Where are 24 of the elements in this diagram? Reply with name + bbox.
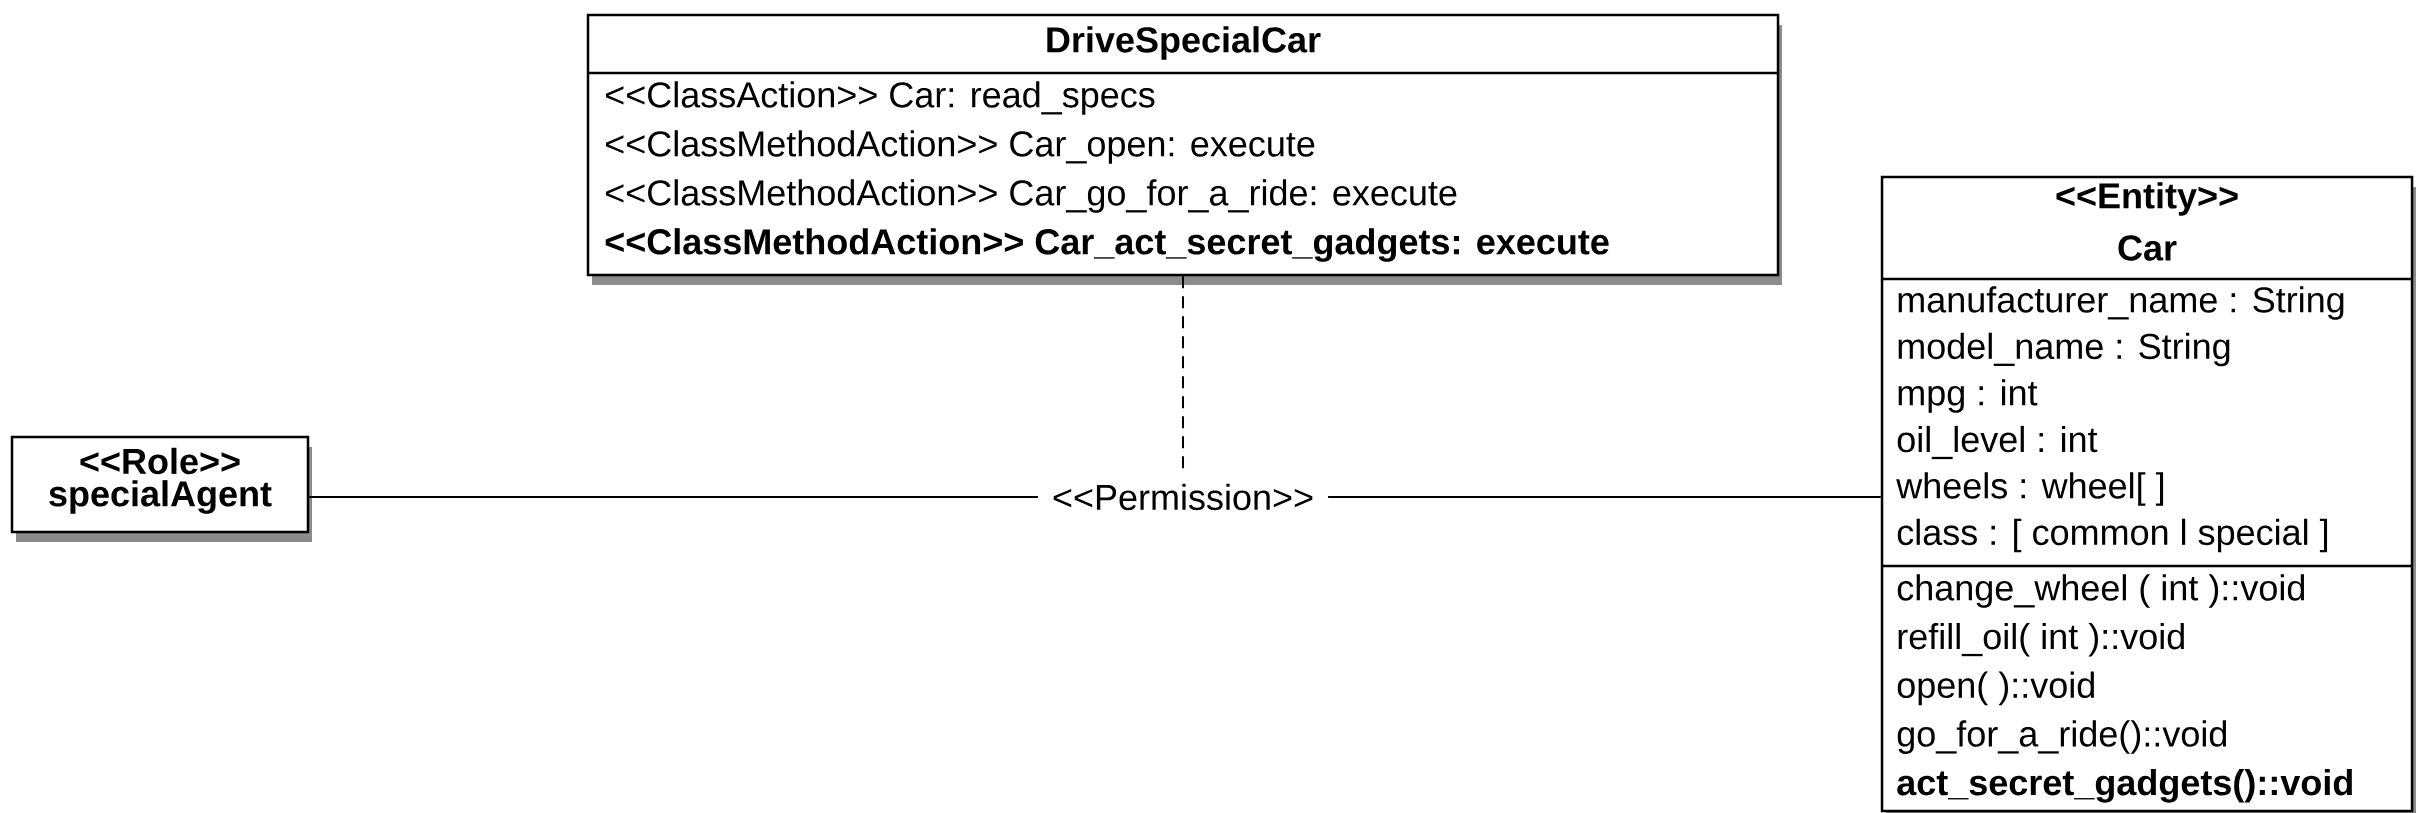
stereotype-text: <<Entity>>: [2056, 182, 2238, 216]
attribute-text: model_name : String: [1898, 332, 2230, 367]
edge-label: <<Permission>>: [1037, 479, 1329, 515]
method-text: refill_oil( int )::void: [1898, 622, 2184, 657]
action-entry: <<ClassMethodAction>> Car_open: execute: [606, 130, 1315, 164]
class-box: [10, 435, 312, 542]
stereotype-text: <<Role>>: [80, 447, 240, 475]
class-name: DriveSpecialCar: [1047, 26, 1321, 60]
method-text: open( )::void: [1897, 671, 2094, 706]
action-entry: <<ClassMethodAction>> Car_act_secret_gadgets: execute: [605, 228, 1609, 262]
class-name: Car: [2118, 235, 2177, 261]
method-text: go_for_a_ride()::void: [1897, 720, 2227, 754]
attribute-text: oil_level : int: [1897, 425, 2098, 460]
class-box: [1880, 175, 2417, 813]
role-name: specialAgent: [49, 480, 272, 514]
action-entry: <<ClassAction>> Car: read_specs: [606, 81, 1155, 115]
attribute-text: manufacturer_name : String: [1898, 286, 2344, 320]
action-entry: <<ClassMethodAction>> Car_go_for_a_ride: execute: [606, 179, 1457, 213]
attribute-text: mpg : int: [1898, 379, 2038, 413]
method-text: change_wheel ( int )::void: [1897, 574, 2305, 608]
class-box: [586, 13, 1782, 285]
attribute-text: class : [ common l special ]: [1897, 518, 2328, 553]
attribute-text: wheels : wheel[ ]: [1896, 472, 2164, 506]
method-text: act_secret_gadgets()::void: [1897, 768, 2352, 803]
